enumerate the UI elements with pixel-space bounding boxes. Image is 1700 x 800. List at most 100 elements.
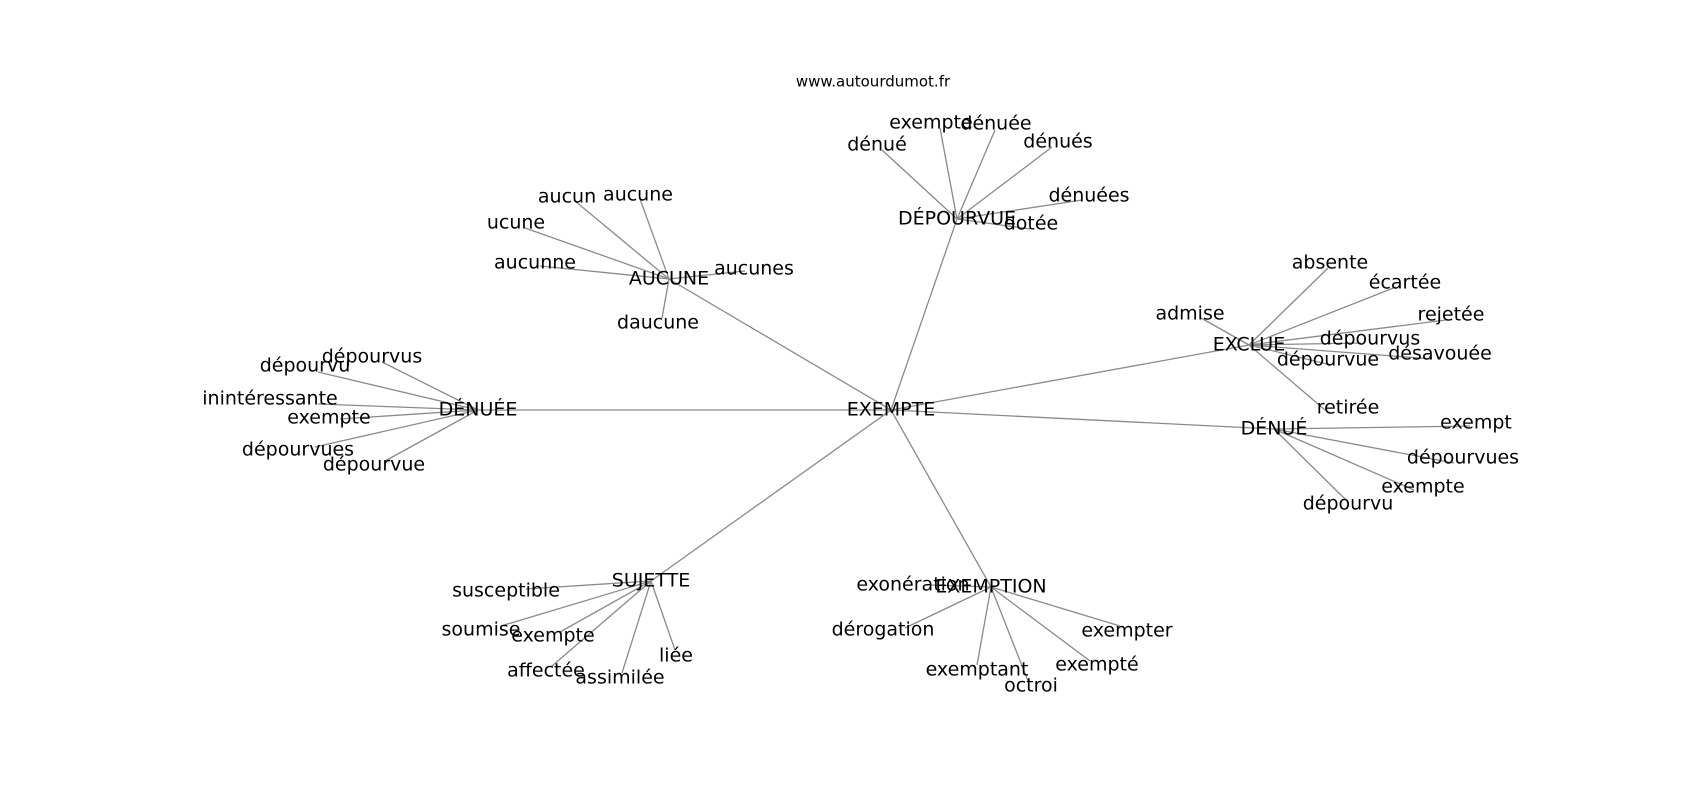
word-node-depourvus[interactable]: dépourvus xyxy=(1320,328,1420,350)
edge-exemption-to-derogation xyxy=(904,586,992,629)
edge-denuee-to-depourvue xyxy=(384,409,479,462)
edge-denuee-to-exempte xyxy=(339,409,479,420)
word-node-ecartee[interactable]: écartée xyxy=(1369,272,1441,294)
word-node-aucun[interactable]: aucun xyxy=(538,186,596,208)
word-node-exempte[interactable]: exempte xyxy=(287,407,370,429)
edge-exemption-to-octroi xyxy=(990,586,1029,682)
word-node-exempt[interactable]: exempt xyxy=(1440,412,1512,434)
word-node-admise[interactable]: admise xyxy=(1155,303,1224,325)
edge-aucune-to-aucunne xyxy=(539,265,670,280)
edge-center-to-sujette xyxy=(650,409,892,582)
edge-exclue-to-depourvue xyxy=(1248,344,1332,366)
word-node-depourvue[interactable]: dépourvue xyxy=(1277,349,1379,371)
word-node-exemptant[interactable]: exemptant xyxy=(926,659,1029,681)
edge-center-to-depourvue xyxy=(890,218,958,411)
edge-depourvue-to-denues xyxy=(956,146,1053,220)
edge-exclue-to-absente xyxy=(1248,267,1329,346)
edge-exemption-to-exoneration xyxy=(929,584,992,588)
edge-exclue-to-depourvus xyxy=(1248,342,1362,346)
edge-aucune-to-daucune xyxy=(661,278,670,319)
word-node-denuees[interactable]: dénuées xyxy=(1048,185,1129,207)
word-node-depourvues[interactable]: dépourvues xyxy=(1407,447,1519,469)
word-node-octroi[interactable]: octroi xyxy=(1004,675,1058,697)
edge-aucune-to-aucunes xyxy=(668,270,746,280)
word-node-depourvue[interactable]: dépourvue xyxy=(323,454,425,476)
edge-denuee-to-depourvues xyxy=(314,409,479,448)
edge-exclue-to-desavouee xyxy=(1248,344,1433,360)
word-node-susceptible[interactable]: susceptible xyxy=(452,580,560,602)
edge-aucune-to-aucune xyxy=(639,198,670,280)
edge-denuee-to-depourvus xyxy=(381,361,479,411)
hub-node-exclue[interactable]: EXCLUE xyxy=(1213,334,1285,356)
edge-center-to-aucune xyxy=(668,278,892,411)
word-node-retiree[interactable]: retirée xyxy=(1317,397,1380,419)
word-node-aucune[interactable]: aucune xyxy=(603,184,673,206)
edge-denuee-to-depourvu xyxy=(317,371,479,411)
edge-denue-to-depourvues xyxy=(1273,428,1455,464)
hub-node-denue[interactable]: DÉNUÉ xyxy=(1241,417,1308,440)
word-node-affectee[interactable]: affectée xyxy=(507,660,585,682)
edge-aucune-to-ucune xyxy=(524,227,670,280)
edge-exemption-to-exemptant xyxy=(976,586,992,666)
word-node-liee[interactable]: liée xyxy=(659,645,693,667)
edge-exemption-to-exempter xyxy=(990,586,1121,627)
word-node-aucunne[interactable]: aucunne xyxy=(494,252,576,274)
hub-node-depourvue[interactable]: DÉPOURVUE xyxy=(898,207,1016,230)
edge-sujette-to-liee xyxy=(650,580,676,651)
word-node-ucune[interactable]: ucune xyxy=(487,212,545,234)
word-node-denue[interactable]: dénué xyxy=(847,134,907,156)
edge-denuee-to-ininteressante xyxy=(317,403,479,411)
word-node-soumise[interactable]: soumise xyxy=(442,619,521,641)
edge-exclue-to-rejetee xyxy=(1248,319,1447,346)
word-node-depourvu[interactable]: dépourvu xyxy=(260,355,351,377)
edge-depourvue-to-denue xyxy=(881,149,958,220)
edge-depourvue-to-exempte xyxy=(939,127,958,220)
word-node-assimilee[interactable]: assimilée xyxy=(575,667,664,689)
word-node-exempte[interactable]: exempté xyxy=(1055,654,1138,676)
word-node-rejetee[interactable]: rejetée xyxy=(1418,304,1485,326)
word-node-derogation[interactable]: dérogation xyxy=(832,619,935,641)
edge-center-to-exemption xyxy=(890,409,992,588)
edge-exemption-to-exempte xyxy=(990,586,1091,662)
word-node-desavouee[interactable]: désavouée xyxy=(1388,343,1492,365)
hub-node-exemption[interactable]: EXEMPTION xyxy=(935,576,1046,598)
hub-node-denuee[interactable]: DÉNUÉE xyxy=(439,398,518,421)
edge-depourvue-to-denuee xyxy=(956,129,996,220)
edge-depourvue-to-denuees xyxy=(956,199,1083,220)
word-node-absente[interactable]: absente xyxy=(1292,252,1368,274)
word-node-dotee[interactable]: dotée xyxy=(1004,213,1059,235)
edge-sujette-to-affectee xyxy=(551,580,652,667)
word-node-depourvues[interactable]: dépourvues xyxy=(242,439,354,461)
center-node-exempte[interactable]: EXEMPTE xyxy=(847,399,936,421)
edge-exclue-to-ecartee xyxy=(1248,286,1397,346)
word-node-depourvus[interactable]: dépourvus xyxy=(322,346,422,368)
hub-node-aucune[interactable]: AUCUNE xyxy=(629,268,709,290)
word-node-denuee[interactable]: dénuée xyxy=(960,113,1031,135)
edge-center-to-denue xyxy=(890,409,1275,430)
word-node-ininteressante[interactable]: inintéressante xyxy=(202,388,338,410)
edge-sujette-to-soumise xyxy=(500,580,652,627)
word-node-exempte[interactable]: exempte xyxy=(511,625,594,647)
edge-center-to-exclue xyxy=(890,344,1250,411)
word-node-denues[interactable]: dénués xyxy=(1023,131,1092,153)
word-node-exoneration[interactable]: exonération xyxy=(856,574,969,596)
word-node-exempte[interactable]: exempte xyxy=(1381,476,1464,498)
edge-exclue-to-retiree xyxy=(1248,344,1326,411)
edge-denue-to-depourvu xyxy=(1273,428,1347,501)
word-node-exempter[interactable]: exempter xyxy=(1081,620,1172,642)
edge-exclue-to-admise xyxy=(1200,317,1250,346)
edge-sujette-to-susceptible xyxy=(525,580,652,590)
hub-node-sujette[interactable]: SUJETTE xyxy=(612,570,690,592)
word-node-aucunes[interactable]: aucunes xyxy=(714,258,794,280)
site-url[interactable]: www.autourdumot.fr xyxy=(796,73,951,91)
word-node-exempte[interactable]: exempte xyxy=(889,112,972,134)
edges-layer xyxy=(314,127,1471,682)
edge-depourvue-to-dotee xyxy=(956,218,1031,230)
word-node-daucune[interactable]: daucune xyxy=(617,312,699,334)
edge-sujette-to-exempte xyxy=(559,580,652,633)
edge-denue-to-exempte xyxy=(1273,428,1415,491)
edge-denue-to-exempt xyxy=(1273,425,1471,430)
word-node-depourvu[interactable]: dépourvu xyxy=(1303,493,1394,515)
